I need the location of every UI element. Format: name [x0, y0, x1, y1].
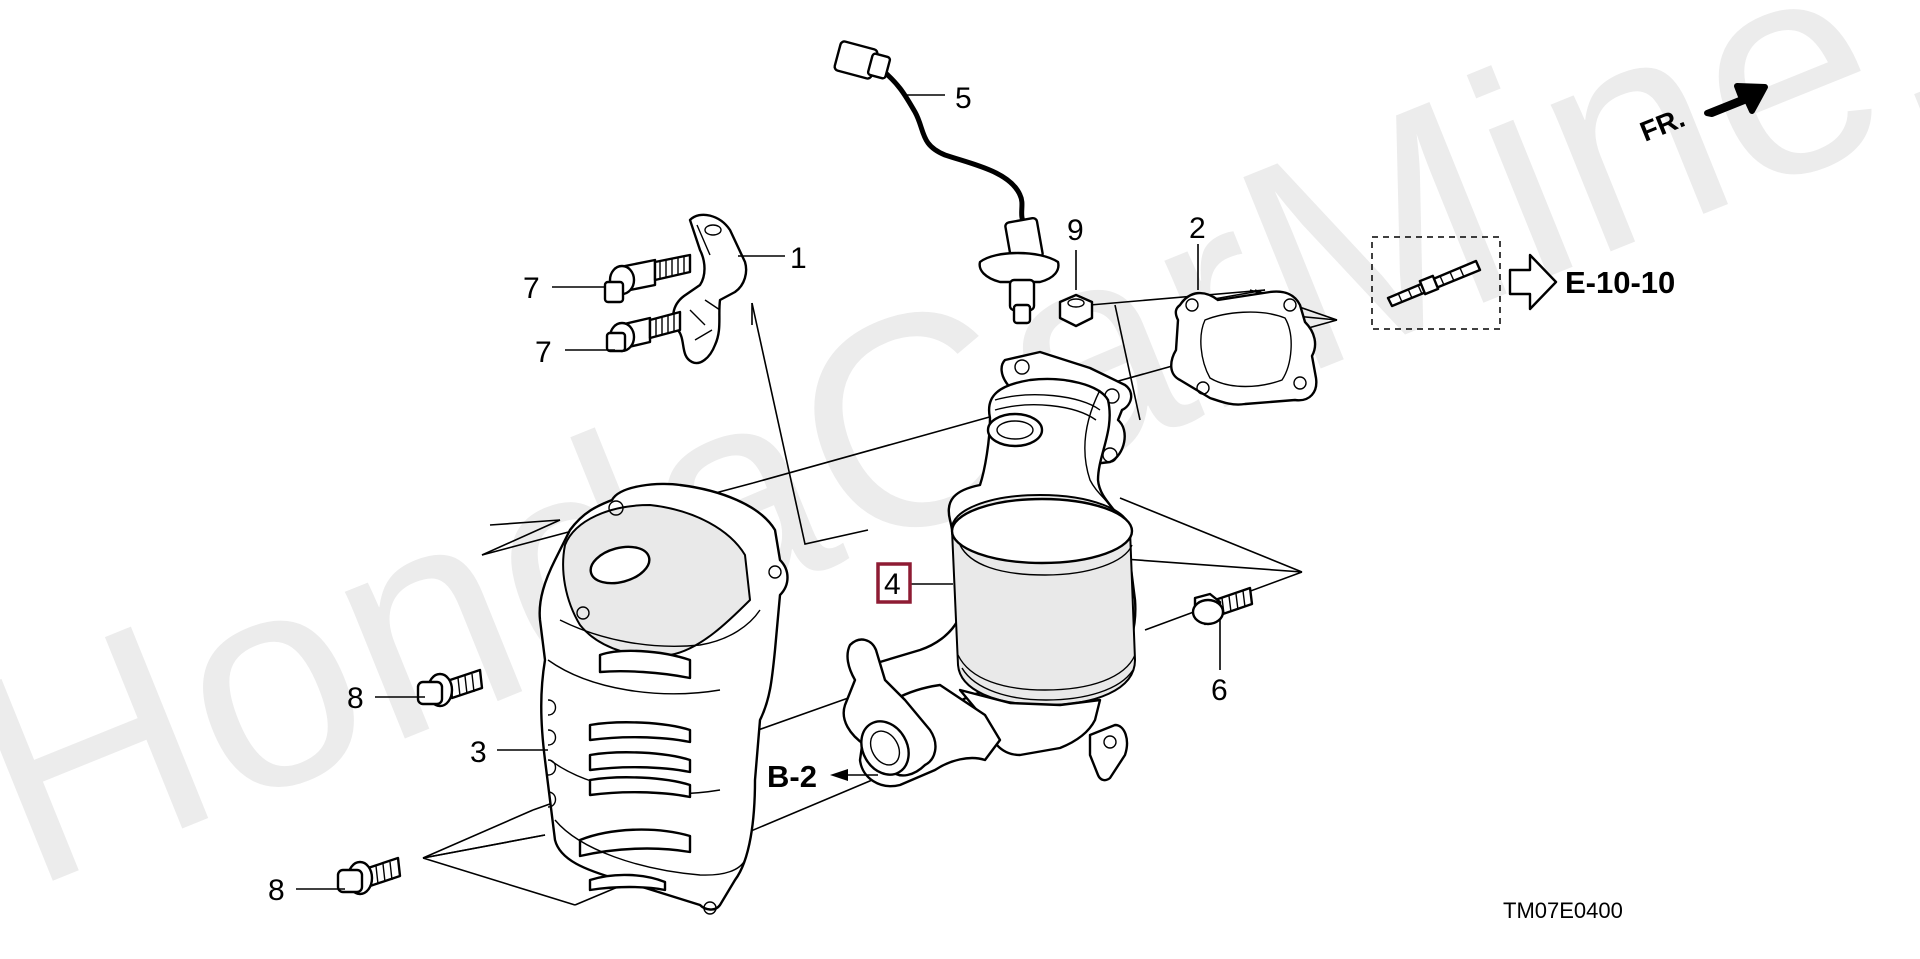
part-7-bolt-lower	[605, 310, 682, 353]
callout-leaders	[296, 94, 1221, 890]
callout-4: 4	[884, 568, 901, 601]
stud-reference-box	[1371, 236, 1501, 330]
part-8-bolt-upper	[416, 668, 484, 708]
part-8-bolt-lower	[336, 856, 402, 896]
front-arrow-icon	[1704, 83, 1768, 117]
callout-6: 6	[1211, 674, 1228, 707]
reference-b-2: B-2	[767, 759, 817, 794]
part-3-heat-shield	[538, 482, 789, 915]
part-5-oxygen-sensor	[833, 40, 1060, 325]
part-4-catalytic-converter	[842, 350, 1137, 788]
drawing-code: TM07E0400	[1503, 898, 1623, 923]
part-6-bolt	[1191, 586, 1254, 626]
reference-arrow-icon	[1508, 253, 1558, 311]
callout-5: 5	[955, 82, 972, 115]
callout-3: 3	[470, 736, 487, 769]
part-7-bolt-upper	[603, 253, 692, 304]
front-indicator: FR.	[1636, 83, 1768, 148]
part-1-bracket	[672, 213, 748, 365]
part-9-nut	[1058, 293, 1094, 328]
reference-e-10-10: E-10-10	[1565, 265, 1675, 300]
callout-8-lower: 8	[268, 874, 285, 907]
callout-7-upper: 7	[523, 272, 540, 305]
callout-9: 9	[1067, 214, 1084, 247]
callout-2: 2	[1189, 212, 1206, 245]
callout-8-upper: 8	[347, 682, 364, 715]
callout-4-highlight	[876, 562, 912, 604]
part-2-gasket	[1170, 290, 1318, 406]
callout-7-lower: 7	[535, 336, 552, 369]
callout-1: 1	[790, 242, 807, 275]
